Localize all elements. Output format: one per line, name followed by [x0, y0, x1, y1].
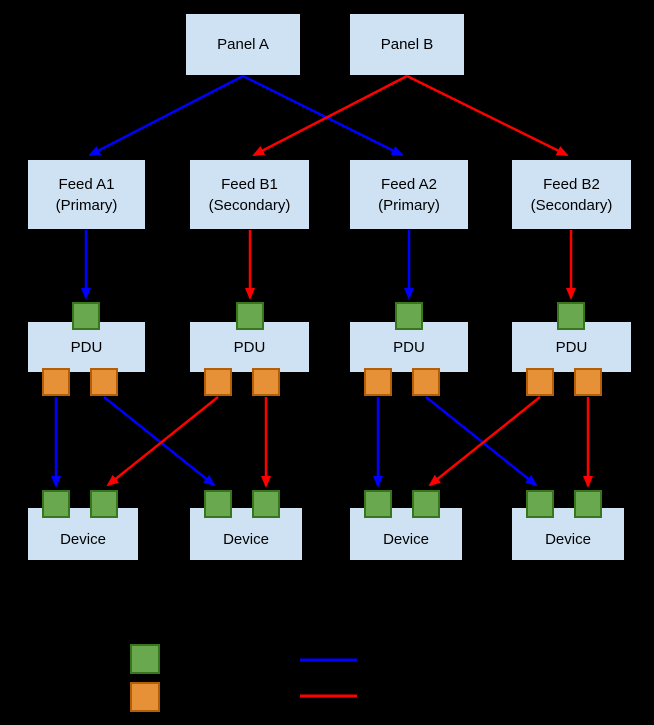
- pdu3-box: PDU: [350, 322, 468, 372]
- pdu2-box: PDU: [190, 322, 309, 372]
- edge-pdu3-right-to-device4-left: [425, 396, 538, 487]
- panel-a-label: Panel A: [217, 36, 269, 53]
- pdu4-box: PDU: [512, 322, 631, 372]
- panel-b-box: Panel B: [350, 14, 464, 75]
- panel-a-box: Panel A: [186, 14, 300, 75]
- device2-input-square-left: [204, 490, 232, 518]
- pdu3-output-square-left: [364, 368, 392, 396]
- feed-a1-box: Feed A1 (Primary): [28, 160, 145, 229]
- pdu3-input-square: [395, 302, 423, 330]
- edge-pdu4-left-to-device3-right: [428, 396, 541, 487]
- device2-label: Device: [223, 530, 269, 548]
- device3-input-square-right: [412, 490, 440, 518]
- legend-green-input-square-icon: [130, 644, 160, 674]
- device4-input-square-left: [526, 490, 554, 518]
- pdu3-output-square-right: [412, 368, 440, 396]
- pdu2-label: PDU: [233, 338, 266, 356]
- legend-orange-output-square-icon: [130, 682, 160, 712]
- feed-a1-name: Feed A1: [58, 175, 115, 193]
- feed-b2-box: Feed B2 (Secondary): [512, 160, 631, 229]
- pdu1-output-square-left: [42, 368, 70, 396]
- feed-b1-name: Feed B1: [221, 175, 278, 193]
- pdu1-label: PDU: [70, 338, 103, 356]
- device3-label: Device: [383, 530, 429, 548]
- pdu1-input-square: [72, 302, 100, 330]
- edge-pdu1-right-to-device2-left: [103, 396, 216, 487]
- feed-b2-name: Feed B2: [543, 175, 600, 193]
- pdu2-output-square-left: [204, 368, 232, 396]
- feed-b1-type: (Secondary): [208, 196, 291, 214]
- device1-input-square-right: [90, 490, 118, 518]
- pdu2-input-square: [236, 302, 264, 330]
- pdu4-output-square-left: [526, 368, 554, 396]
- pdu4-output-square-right: [574, 368, 602, 396]
- device1-label: Device: [60, 530, 106, 548]
- pdu1-box: PDU: [28, 322, 145, 372]
- device4-input-square-right: [574, 490, 602, 518]
- edge-panel-a-to-feed-a2: [242, 74, 404, 157]
- edge-panel-b-to-feed-b2: [406, 74, 569, 157]
- pdu4-label: PDU: [555, 338, 588, 356]
- pdu4-input-square: [557, 302, 585, 330]
- feed-b1-box: Feed B1 (Secondary): [190, 160, 309, 229]
- device1-input-square-left: [42, 490, 70, 518]
- feed-a2-type: (Primary): [378, 196, 440, 214]
- panel-b-label: Panel B: [380, 36, 434, 53]
- pdu1-output-square-right: [90, 368, 118, 396]
- feed-a1-type: (Primary): [55, 196, 118, 214]
- feed-a2-name: Feed A2: [381, 175, 437, 193]
- feed-a2-box: Feed A2 (Primary): [350, 160, 468, 229]
- device4-label: Device: [545, 530, 591, 548]
- edge-panel-b-to-feed-b1: [252, 74, 408, 157]
- feed-b2-type: (Secondary): [530, 196, 613, 214]
- edge-pdu2-left-to-device1-right: [106, 396, 219, 487]
- pdu3-label: PDU: [393, 338, 425, 356]
- pdu2-output-square-right: [252, 368, 280, 396]
- device3-input-square-left: [364, 490, 392, 518]
- edge-panel-a-to-feed-a1: [88, 74, 244, 157]
- device2-input-square-right: [252, 490, 280, 518]
